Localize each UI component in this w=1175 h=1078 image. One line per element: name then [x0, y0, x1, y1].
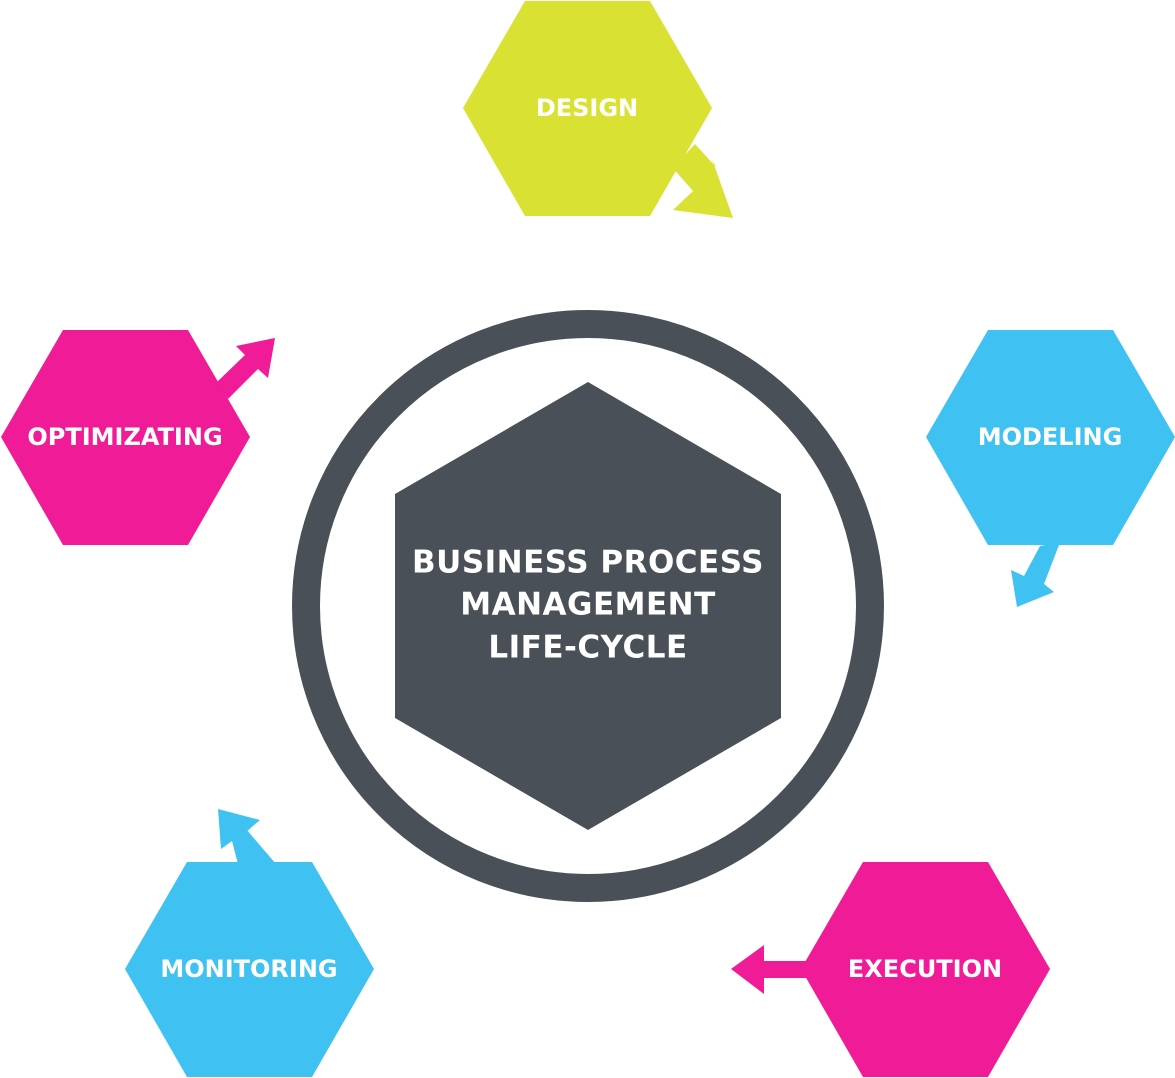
- execution-arrow: [731, 945, 808, 994]
- execution-hexagon: [801, 862, 1050, 1077]
- modeling-arrow: [1011, 545, 1059, 607]
- stage-design: DESIGN: [463, 1, 733, 218]
- monitoring-arrow-stem: [232, 829, 276, 864]
- optimizating-hexagon: [1, 330, 250, 545]
- center-ring: [292, 310, 884, 902]
- modeling-label: MODELING: [978, 423, 1123, 451]
- monitoring-label: MONITORING: [160, 955, 337, 983]
- design-label: DESIGN: [536, 94, 638, 122]
- design-hexagon: [463, 1, 712, 216]
- stage-optimizating: OPTIMIZATING: [1, 330, 275, 545]
- center-hexagon: [395, 382, 781, 830]
- center-title-line-1: BUSINESS PROCESS: [412, 545, 764, 581]
- monitoring-hexagon: [125, 862, 374, 1077]
- stage-monitoring: MONITORING: [125, 809, 374, 1077]
- stage-execution: EXECUTION: [731, 862, 1050, 1077]
- design-arrow: [672, 144, 733, 218]
- center-title-line-3: LIFE-CYCLE: [488, 630, 687, 666]
- optimizating-arrow: [217, 338, 275, 399]
- execution-label: EXECUTION: [848, 955, 1002, 983]
- stage-modeling: MODELING: [926, 330, 1175, 607]
- modeling-hexagon: [926, 330, 1175, 545]
- optimizating-label: OPTIMIZATING: [27, 423, 222, 451]
- center-title-line-2: MANAGEMENT: [460, 587, 716, 623]
